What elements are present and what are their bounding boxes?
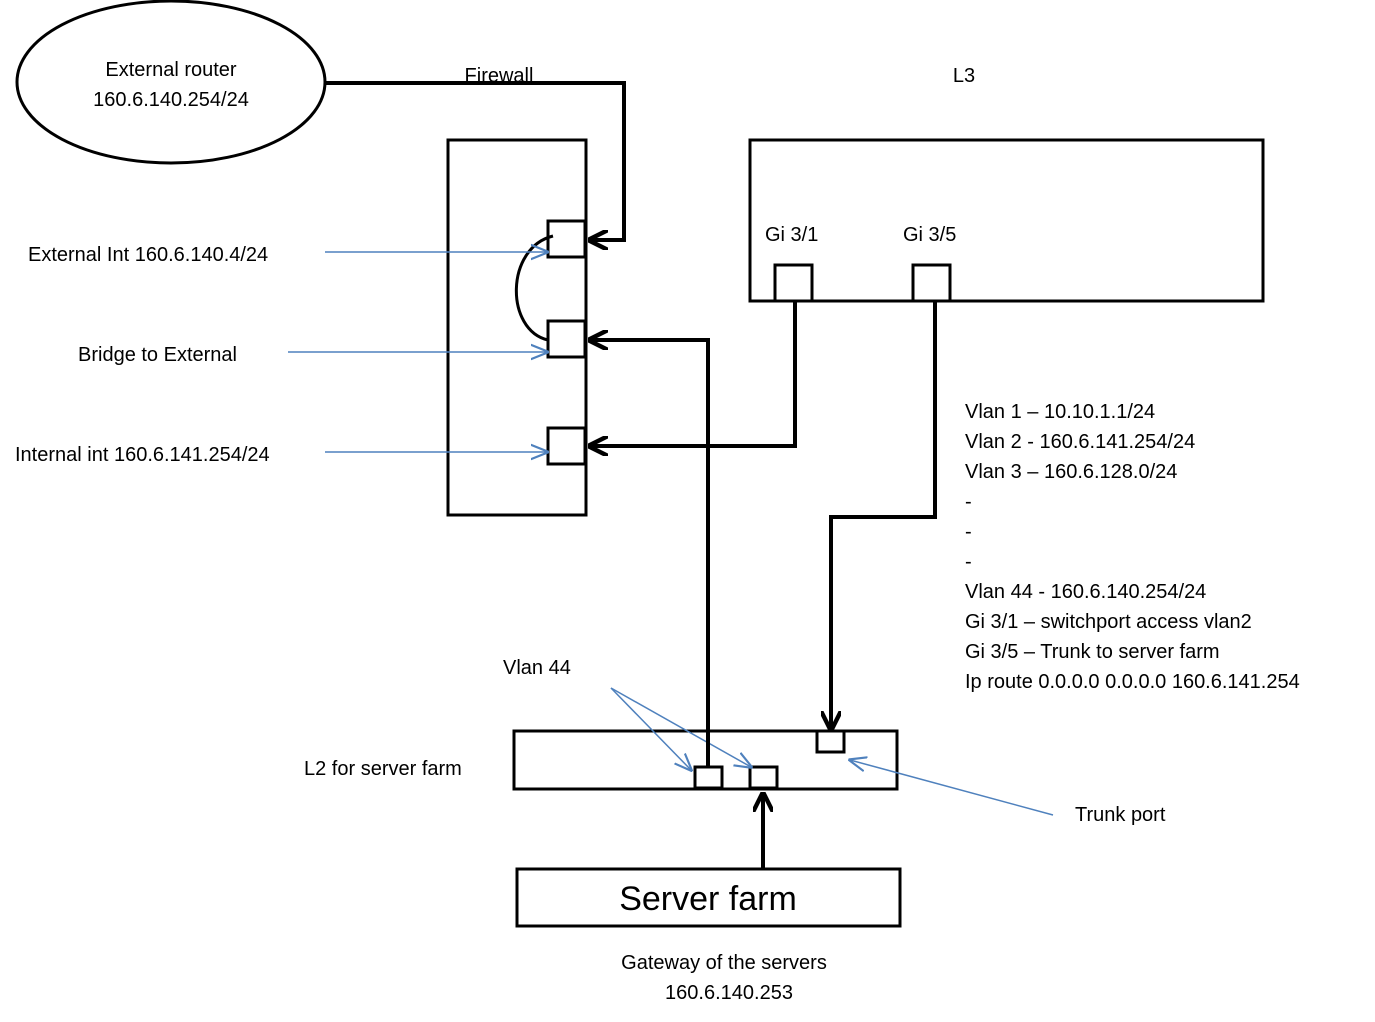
- l3-title: L3: [953, 65, 975, 87]
- l3-config-line: Vlan 3 – 160.6.128.0/24: [965, 461, 1177, 483]
- link-gi35-to-l2-trunk: [831, 301, 937, 729]
- link-l2-to-firewall-bridge: [590, 340, 710, 767]
- external-router-ip: 160.6.140.254/24: [93, 89, 249, 111]
- l3-config-line: Vlan 44 - 160.6.140.254/24: [965, 581, 1206, 603]
- pointer-vlan44-b: [610, 687, 751, 767]
- l2-port-firewall: [693, 765, 724, 790]
- l3-box: [748, 138, 1265, 303]
- l3-config-line: Vlan 2 - 160.6.141.254/24: [965, 431, 1195, 453]
- link-gi31-to-firewall-internal: [590, 301, 797, 446]
- l3-config-line: Ip route 0.0.0.0 0.0.0.0 160.6.141.254: [965, 671, 1300, 693]
- trunk-port-label: Trunk port: [1075, 804, 1166, 826]
- l2-port-server: [748, 765, 779, 790]
- label-external-int: External Int 160.6.140.4/24: [28, 244, 268, 266]
- l3-config-line: Gi 3/5 – Trunk to server farm: [965, 641, 1220, 663]
- l2-port-trunk: [815, 729, 846, 754]
- l3-port-gi31-label: Gi 3/1: [765, 224, 818, 246]
- pointer-vlan44-a: [610, 687, 691, 770]
- l3-config-line: -: [965, 551, 972, 573]
- server-farm-box: [515, 867, 902, 928]
- label-bridge: Bridge to External: [78, 344, 237, 366]
- l3-config-line: -: [965, 491, 972, 513]
- gateway-label: Gateway of the servers: [621, 952, 827, 974]
- gateway-ip: 160.6.140.253: [665, 982, 793, 1004]
- l3-port-gi35: [911, 263, 952, 303]
- l3-config-line: Vlan 1 – 10.10.1.1/24: [965, 401, 1155, 423]
- l2-title: L2 for server farm: [304, 758, 462, 780]
- external-router-name: External router: [105, 59, 237, 81]
- link-router-to-firewall: [325, 81, 626, 240]
- server-farm-title: Server farm: [619, 880, 797, 918]
- l3-config-line: Gi 3/1 – switchport access vlan2: [965, 611, 1252, 633]
- l3-port-gi31: [773, 263, 814, 303]
- pointer-trunk-port: [850, 760, 1054, 816]
- l3-port-gi35-label: Gi 3/5: [903, 224, 956, 246]
- l3-config-block: Vlan 1 – 10.10.1.1/24 Vlan 2 - 160.6.141…: [965, 401, 1300, 693]
- l3-config-line: -: [965, 521, 972, 543]
- firewall-internal-port: [546, 426, 587, 466]
- firewall-bridge-port: [546, 319, 587, 359]
- external-router-node: [15, 0, 327, 165]
- label-internal-int: Internal int 160.6.141.254/24: [15, 444, 270, 466]
- firewall-bridge-loop: [514, 234, 554, 342]
- vlan44-label: Vlan 44: [503, 657, 571, 679]
- firewall-external-port: [546, 219, 587, 259]
